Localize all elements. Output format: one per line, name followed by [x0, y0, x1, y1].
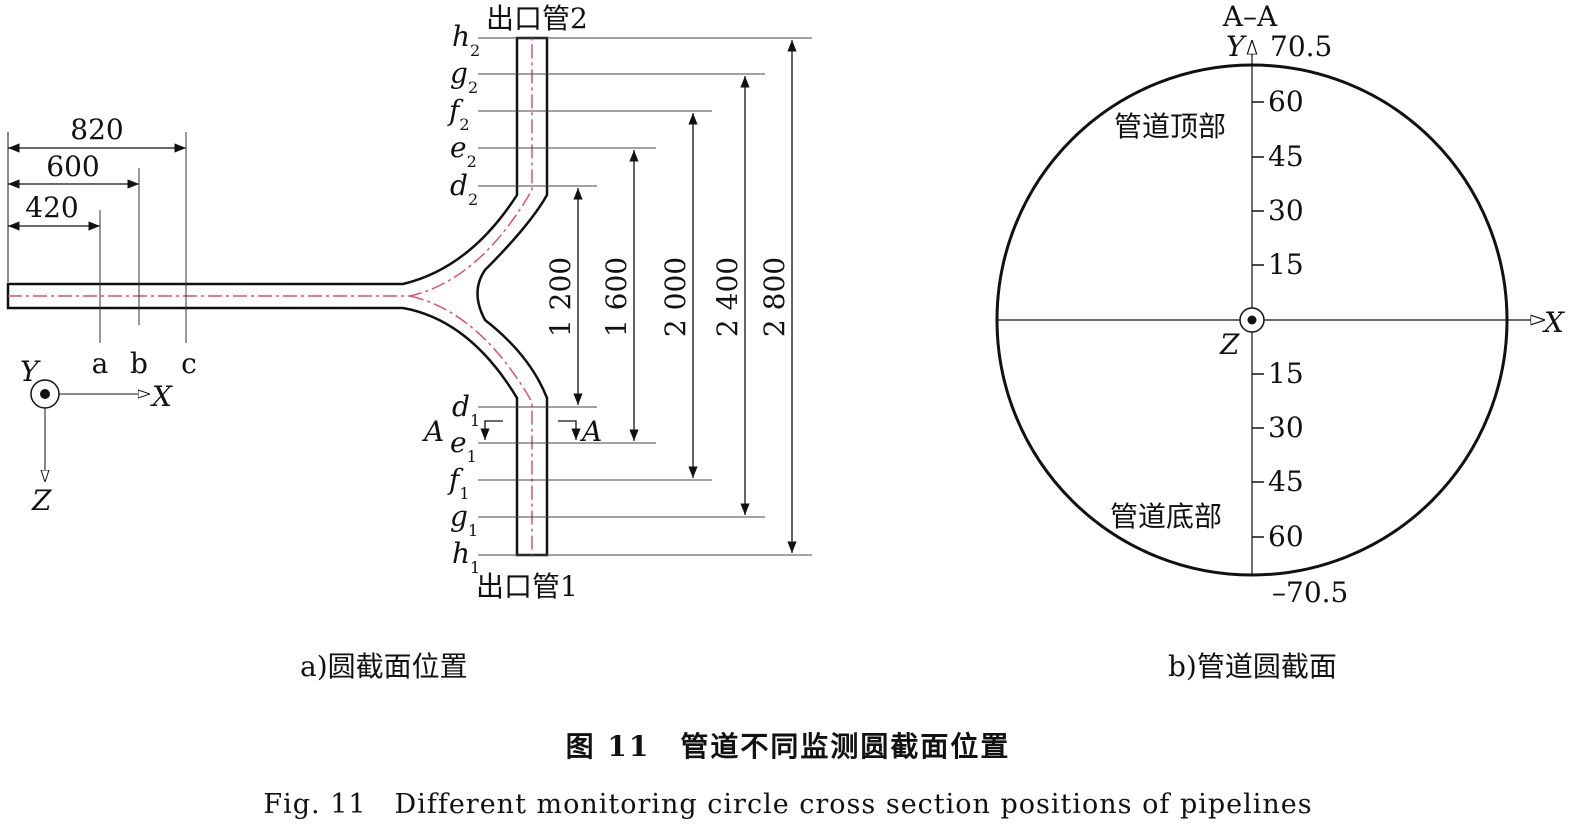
tick-bottom-value: –70.5	[1272, 576, 1348, 609]
upper-level-labels: h2 g2 f2 e2 d2	[447, 20, 480, 209]
cross-z-label: Z	[1219, 328, 1240, 361]
tick-upper-60: 60	[1268, 85, 1304, 118]
tick-upper-30: 30	[1268, 194, 1304, 227]
level-label-g2: g2	[450, 57, 478, 97]
section-label-a: a	[92, 347, 109, 380]
pipe-bottom-label: 管道底部	[1110, 500, 1222, 533]
section-label-c: c	[181, 347, 197, 380]
cross-ticks	[1252, 101, 1264, 538]
axis-origin-dot	[40, 389, 50, 399]
subcaption-b: b)管道圆截面	[1168, 650, 1337, 683]
axis-z-label: Z	[31, 484, 52, 517]
pipe-layout-diagram: 820 600 420 a b c Y X Z h2 g2 f2	[6, 2, 812, 603]
pipe-outline	[6, 36, 549, 557]
axis-x-label: X	[150, 380, 173, 413]
outlet2-label: 出口管2	[486, 2, 588, 35]
cross-origin-dot	[1247, 315, 1257, 325]
section-marker-left	[480, 420, 503, 440]
level-label-d2: d2	[450, 169, 478, 209]
pipe-top-label: 管道顶部	[1114, 110, 1226, 143]
level-label-g1: g1	[450, 500, 478, 540]
figure-caption-en: Fig. 11 Different monitoring circle cros…	[263, 789, 1313, 820]
level-label-f2: f2	[447, 94, 470, 134]
level-label-e1: e1	[450, 426, 477, 466]
vdim-1200-label: 1 200	[544, 257, 577, 337]
section-letter-left: A	[421, 415, 444, 448]
tick-lower-60: 60	[1268, 520, 1304, 553]
dim-420-label: 420	[25, 191, 78, 224]
section-title: A–A	[1222, 0, 1278, 33]
axis-y-label: Y	[20, 355, 41, 388]
level-label-d1: d1	[452, 390, 480, 430]
level-label-h2: h2	[452, 20, 480, 60]
level-label-h1: h1	[452, 537, 480, 577]
vdim-2800-label: 2 800	[758, 257, 791, 337]
pipe-cross-section-diagram: A–A Y X Z 70.5 60 45 30 15 15 30 45 60 –…	[995, 0, 1565, 609]
vdim-2400-label: 2 400	[711, 257, 744, 337]
vdim-2000-label: 2 000	[659, 257, 692, 337]
cross-x-label: X	[1542, 306, 1565, 339]
tick-lower-30: 30	[1268, 411, 1304, 444]
tick-upper-15: 15	[1268, 248, 1304, 281]
section-letter-right: A	[579, 415, 602, 448]
section-label-b: b	[130, 347, 148, 380]
lower-level-labels: d1 e1 f1 g1 h1	[447, 390, 480, 577]
level-label-e2: e2	[450, 131, 477, 171]
figure-caption-cn: 图 11 管道不同监测圆截面位置	[565, 730, 1011, 763]
dim-600-label: 600	[46, 150, 99, 183]
tick-lower-15: 15	[1268, 357, 1304, 390]
tick-top-value: 70.5	[1270, 30, 1332, 63]
tick-upper-45: 45	[1268, 140, 1304, 173]
section-marker-right	[558, 420, 581, 440]
dim-820-label: 820	[70, 113, 123, 146]
subcaption-a: a)圆截面位置	[300, 650, 468, 683]
level-label-f1: f1	[447, 463, 470, 503]
tick-lower-45: 45	[1268, 465, 1304, 498]
outlet1-label: 出口管1	[476, 570, 578, 603]
figure-canvas: 820 600 420 a b c Y X Z h2 g2 f2	[6, 0, 1565, 609]
vdim-1600-label: 1 600	[600, 257, 633, 337]
cross-y-label: Y	[1226, 30, 1247, 63]
pipe-centerline	[8, 38, 533, 555]
